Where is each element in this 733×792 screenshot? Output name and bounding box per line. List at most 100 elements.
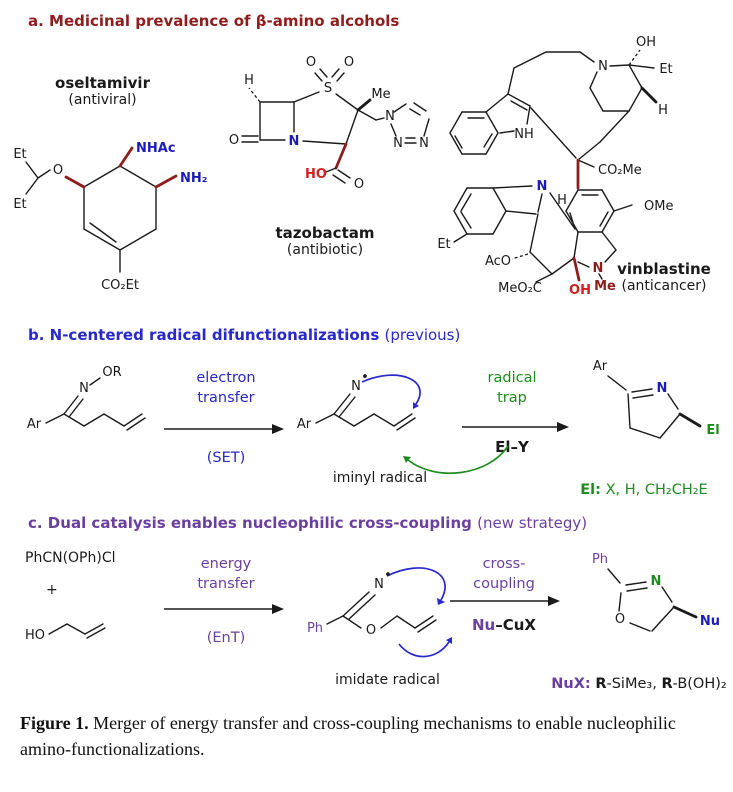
section-a-title: a. Medicinal prevalence of β-amino alcoh… (28, 12, 399, 30)
atom-label-me: Me (371, 87, 390, 102)
radical-dot: • (384, 568, 392, 583)
c-note-v2: -B(OH)₂ (672, 676, 727, 692)
b-note-key: El: (580, 482, 601, 498)
atom-label-et-left: Et (437, 237, 450, 252)
b-step1-line3: (SET) (206, 450, 246, 466)
atom-label-n-penam: N (289, 134, 300, 149)
b-reaction-arrow-2 (462, 422, 569, 432)
curved-arrow-cyclization (386, 567, 446, 601)
oseltamivir-bonds (25, 146, 178, 273)
plus-sign: + (46, 582, 58, 598)
b-electrophile-note: El: X, H, CH₂CH₂E (555, 482, 733, 498)
atom-label-o-sulfone2: O (344, 55, 354, 70)
c-step2-line2: coupling (473, 576, 535, 592)
b-trap-curved-arrow (403, 445, 509, 475)
c-intermediate-label: imidate radical (335, 672, 440, 688)
figure-caption: Figure 1. Merger of energy transfer and … (20, 710, 716, 762)
c-step1-line3: (EnT) (206, 630, 246, 646)
b-step1-line2: transfer (197, 390, 255, 406)
section-c-title: c. Dual catalysis enables nucleophilic c… (28, 514, 587, 532)
atom-label-o-sulfone1: O (306, 55, 316, 70)
atom-label-o-ether: O (53, 163, 63, 178)
b-sm-bonds (45, 377, 146, 431)
c-mid-bonds (326, 591, 437, 633)
curved-arrowhead (413, 402, 419, 409)
atom-label-nhac: NHAc (136, 141, 176, 156)
atom-label-n-amine: N (537, 179, 548, 194)
atom-label-et-upper: Et (13, 147, 26, 162)
atom-label-n-radical: N (374, 577, 384, 592)
atom-label-ar-mid: Ar (297, 417, 312, 432)
c-note-r1: R (595, 676, 607, 692)
c-reagent-cux: –CuX (495, 616, 536, 634)
c-step2-line1: cross- (482, 556, 526, 572)
curved-arrow-radical (398, 641, 450, 658)
c-note-key: NuX: (551, 676, 591, 692)
atom-label-n-product: N (651, 574, 662, 589)
curved-arrowhead (446, 637, 452, 644)
section-b-subtitle: (previous) (384, 326, 461, 344)
atom-label-n-radical: N (351, 379, 361, 394)
atom-label-h-mid: H (557, 193, 567, 208)
c-nucleophile-note: NuX: R-SiMe₃, R-B(OH)₂ (545, 676, 733, 692)
atom-label-co2et: CO₂Et (101, 278, 139, 293)
oseltamivir-name: oseltamivir (55, 74, 150, 92)
tazobactam-type: (antibiotic) (286, 242, 364, 258)
atom-label-triazole-n3: N (419, 136, 429, 151)
atom-label-nh-indole: NH (514, 127, 534, 142)
atom-label-or-sm: OR (102, 365, 121, 380)
oseltamivir-structure: NHAc NH₂ O Et Et CO₂Et (13, 141, 207, 293)
c-note-r2: R (661, 676, 673, 692)
b-pyrroline-product-structure: Ar N El (593, 359, 720, 439)
c-oxazoline-product-structure: Ph N O Nu (592, 552, 720, 632)
arrowhead (272, 424, 284, 434)
section-c-subtitle: (new strategy) (477, 514, 588, 532)
atom-label-co2me: CO₂Me (598, 163, 642, 178)
c-coupling-reagent: Nu–CuX (442, 616, 566, 634)
atom-label-ar-sm: Ar (27, 417, 42, 432)
b-iminyl-radical-structure: Ar N • (297, 370, 421, 432)
atom-label-triazole-n2: N (393, 136, 403, 151)
atom-label-meo2c: MeO₂C (498, 281, 542, 296)
figure-caption-text: Merger of energy transfer and cross-coup… (20, 713, 676, 760)
c-allyl-bonds (48, 623, 106, 639)
atom-label-et-lower: Et (13, 197, 26, 212)
curved-arrow-cyclization (361, 374, 421, 405)
radical-dot: • (361, 370, 369, 385)
oseltamivir-type: (antiviral) (68, 92, 137, 108)
atom-label-oh-bottom: OH (569, 283, 591, 298)
atom-label-n-indoline: N (593, 261, 604, 276)
atom-label-oh-top: OH (636, 35, 656, 50)
b-oxime-ether-structure: Ar N OR (27, 365, 146, 432)
atom-label-n-product: N (657, 381, 668, 396)
arrowhead (272, 604, 284, 614)
vinblastine-structure: OH Et N H NH CO₂Me OMe N H Et AcO MeO₂C … (437, 35, 673, 298)
b-step1-line1: electron (196, 370, 256, 386)
atom-label-nu: Nu (700, 614, 720, 629)
vinblastine-type: (anticancer) (621, 278, 707, 294)
arrowhead (557, 422, 569, 432)
atom-label-o-product: O (615, 612, 625, 627)
c-note-v1: -SiMe₃, (606, 676, 662, 692)
atom-label-ome: OMe (644, 199, 673, 214)
b-product-bonds (607, 375, 702, 439)
b-mid-bonds (315, 393, 416, 431)
b-step2-line2: trap (497, 390, 527, 406)
atom-label-ph-mid: Ph (307, 621, 323, 636)
b-step2-line1: radical (487, 370, 537, 386)
c-step1-line2: transfer (197, 576, 255, 592)
atom-label-el: El (706, 423, 719, 438)
c-step1-line1: energy (200, 556, 252, 572)
tazobactam-name: tazobactam (275, 224, 375, 242)
atom-label-h-right: H (658, 103, 668, 118)
atom-label-o-acid: O (354, 177, 364, 192)
curved-arrowhead (403, 456, 411, 463)
atom-label-nh2: NH₂ (180, 171, 207, 186)
c-reaction-arrow-1 (164, 604, 284, 614)
c-allyl-alcohol-structure: HO (25, 623, 106, 643)
c-reaction-arrow-2 (450, 596, 560, 606)
section-a-title-text: a. Medicinal prevalence of β-amino alcoh… (28, 12, 400, 30)
c-reagent-nu: Nu (472, 616, 496, 634)
b-intermediate-label: iminyl radical (332, 470, 428, 486)
b-reaction-arrow-1 (164, 424, 284, 434)
